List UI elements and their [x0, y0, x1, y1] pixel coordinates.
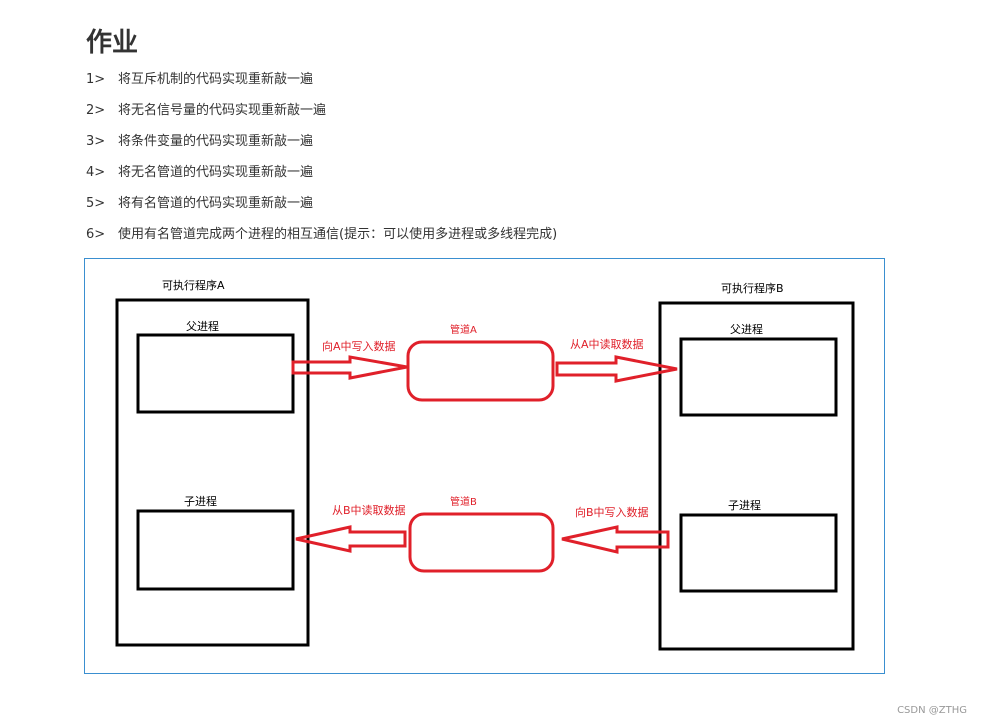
task-text: 将有名管道的代码实现重新敲一遍 — [118, 196, 314, 211]
arrow-read-a — [555, 355, 678, 383]
page-title: 作业 — [86, 28, 139, 58]
parent-a-box — [136, 333, 295, 414]
program-b-box — [658, 301, 855, 651]
task-number: 5> — [86, 196, 106, 211]
write-to-b-label: 向B中写入数据 — [575, 505, 649, 519]
list-item: 6> 使用有名管道完成两个进程的相互通信(提示：可以使用多进程或多线程完成) — [86, 225, 557, 245]
task-text: 将无名管道的代码实现重新敲一遍 — [118, 165, 314, 180]
child-a-box — [136, 509, 295, 591]
pipe-b-shape — [408, 512, 555, 573]
parent-a-label: 父进程 — [186, 320, 219, 333]
list-item: 1> 将互斥机制的代码实现重新敲一遍 — [86, 70, 313, 90]
pipe-a-shape — [406, 340, 555, 402]
arrow-write-a — [291, 355, 408, 380]
child-b-box — [679, 513, 838, 593]
pipe-b-label: 管道B — [450, 495, 477, 508]
task-text: 使用有名管道完成两个进程的相互通信(提示：可以使用多进程或多线程完成) — [118, 227, 558, 242]
list-item: 2> 将无名信号量的代码实现重新敲一遍 — [86, 101, 326, 121]
task-text: 将无名信号量的代码实现重新敲一遍 — [118, 103, 327, 118]
task-text: 将条件变量的代码实现重新敲一遍 — [118, 134, 314, 149]
program-a-label: 可执行程序A — [162, 278, 225, 292]
pipe-a-label: 管道A — [450, 323, 477, 336]
program-b-label: 可执行程序B — [721, 281, 784, 295]
task-number: 4> — [86, 165, 106, 180]
parent-b-box — [679, 337, 838, 417]
child-a-label: 子进程 — [184, 495, 217, 508]
read-from-b-label: 从B中读取数据 — [332, 503, 406, 517]
parent-b-label: 父进程 — [730, 323, 763, 336]
list-item: 4> 将无名管道的代码实现重新敲一遍 — [86, 163, 313, 183]
write-to-a-label: 向A中写入数据 — [322, 339, 396, 353]
diagram-frame: 可执行程序A 父进程 子进程 可执行程序B 父进程 子进程 管道A 管道B 向A… — [84, 258, 885, 674]
arrow-write-b — [561, 525, 670, 554]
read-from-a-label: 从A中读取数据 — [570, 337, 644, 351]
list-item: 5> 将有名管道的代码实现重新敲一遍 — [86, 194, 313, 214]
watermark: CSDN @ZTHG — [897, 705, 967, 716]
task-number: 6> — [86, 227, 106, 242]
child-b-label: 子进程 — [728, 499, 761, 512]
arrow-read-b — [295, 525, 407, 553]
list-item: 3> 将条件变量的代码实现重新敲一遍 — [86, 132, 313, 152]
task-number: 3> — [86, 134, 106, 149]
task-text: 将互斥机制的代码实现重新敲一遍 — [118, 72, 314, 87]
program-a-box — [115, 298, 310, 647]
ipc-diagram: 可执行程序A 父进程 子进程 可执行程序B 父进程 子进程 管道A 管道B 向A… — [115, 278, 855, 651]
task-number: 1> — [86, 72, 106, 87]
task-number: 2> — [86, 103, 106, 118]
